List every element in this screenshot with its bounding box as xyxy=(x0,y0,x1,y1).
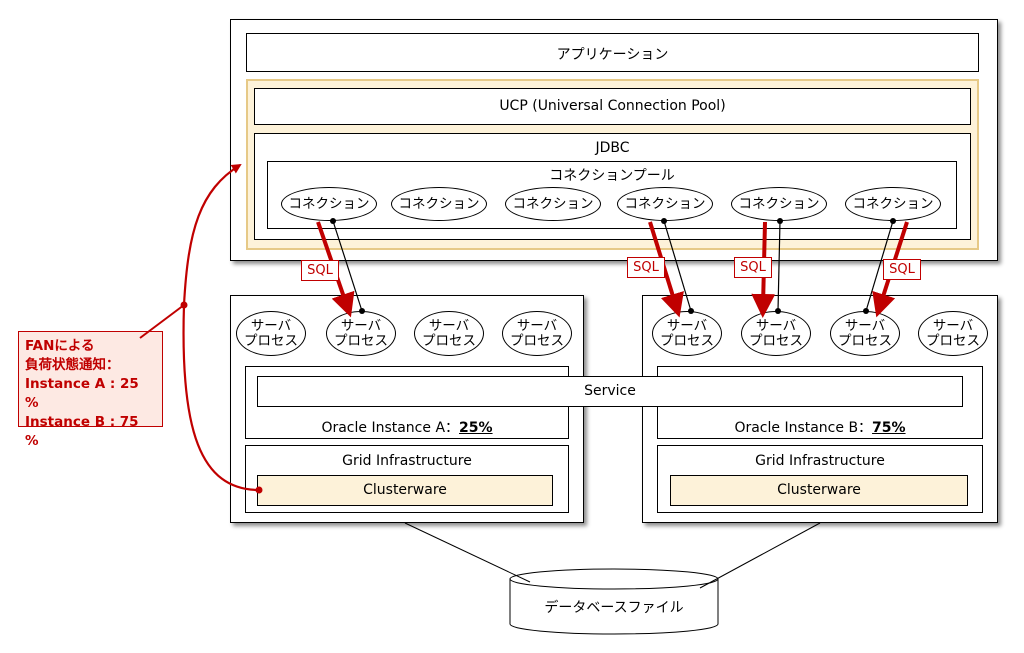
database-cylinder xyxy=(509,568,719,635)
connection-pool-box: コネクションプール xyxy=(267,161,957,229)
instance-b-label: Oracle Instance B：75% xyxy=(658,417,982,437)
database-files-label: データベースファイル xyxy=(544,599,683,616)
server-process-a2: サーバプロセス xyxy=(326,311,396,356)
fan-line-1: FANによる xyxy=(25,338,95,354)
ucp-box: UCP (Universal Connection Pool) xyxy=(254,88,971,125)
conn-link-6 xyxy=(865,220,894,312)
jdbc-label: JDBC xyxy=(595,140,630,156)
application-label: アプリケーション xyxy=(556,47,669,63)
sql-label-3: SQL xyxy=(734,257,772,278)
fan-line-2: 負荷状態通知： xyxy=(25,357,120,373)
conn-link-4 xyxy=(663,220,692,312)
connection-4: コネクション xyxy=(617,187,713,221)
sql-label-4: SQL xyxy=(883,259,921,280)
server-process-b3: サーバプロセス xyxy=(830,311,900,356)
instance-a-name: Oracle Instance A： xyxy=(321,420,460,436)
connection-3: コネクション xyxy=(505,187,601,221)
connection-2: コネクション xyxy=(391,187,487,221)
sql-label-2: SQL xyxy=(627,257,665,278)
conn-link-1 xyxy=(332,220,363,312)
server-process-b1: サーバプロセス xyxy=(652,311,722,356)
fan-line-4: Instance B : 75 % xyxy=(25,414,139,449)
node-a-storage-line xyxy=(404,522,531,583)
node-b-storage-line xyxy=(699,522,821,589)
ucp-label: UCP (Universal Connection Pool) xyxy=(499,98,726,114)
conn-link-5 xyxy=(777,220,781,312)
server-process-a3: サーバプロセス xyxy=(414,311,484,356)
server-process-a4: サーバプロセス xyxy=(502,311,572,356)
connection-6: コネクション xyxy=(845,187,941,221)
instance-b-name: Oracle Instance B： xyxy=(734,420,873,436)
server-process-b2: サーバプロセス xyxy=(741,311,811,356)
instance-b-load: 75% xyxy=(872,420,906,436)
service-bar: Service xyxy=(257,376,963,407)
fan-notification-box: FANによる 負荷状態通知： Instance A : 25 % Instanc… xyxy=(18,331,163,449)
clusterware-a-label: Clusterware xyxy=(363,482,447,498)
fan-callout-pointer xyxy=(139,304,185,339)
grid-b-label: Grid Infrastructure xyxy=(755,453,885,469)
clusterware-b-label: Clusterware xyxy=(777,482,861,498)
application-box: アプリケーション xyxy=(246,33,979,72)
clusterware-b: Clusterware xyxy=(670,475,968,506)
connection-1: コネクション xyxy=(281,187,377,221)
connection-pool-label: コネクションプール xyxy=(549,168,675,184)
fan-notification-curve xyxy=(182,163,260,492)
fan-line-3: Instance A : 25 % xyxy=(25,376,139,411)
clusterware-a: Clusterware xyxy=(257,475,553,506)
grid-a-label: Grid Infrastructure xyxy=(342,453,472,469)
connection-5: コネクション xyxy=(731,187,827,221)
instance-a-label: Oracle Instance A：25% xyxy=(246,417,568,437)
instance-a-load: 25% xyxy=(459,420,493,436)
service-label: Service xyxy=(584,383,636,399)
sql-label-1: SQL xyxy=(301,260,339,281)
server-process-a1: サーバプロセス xyxy=(236,311,306,356)
server-process-b4: サーバプロセス xyxy=(918,311,988,356)
